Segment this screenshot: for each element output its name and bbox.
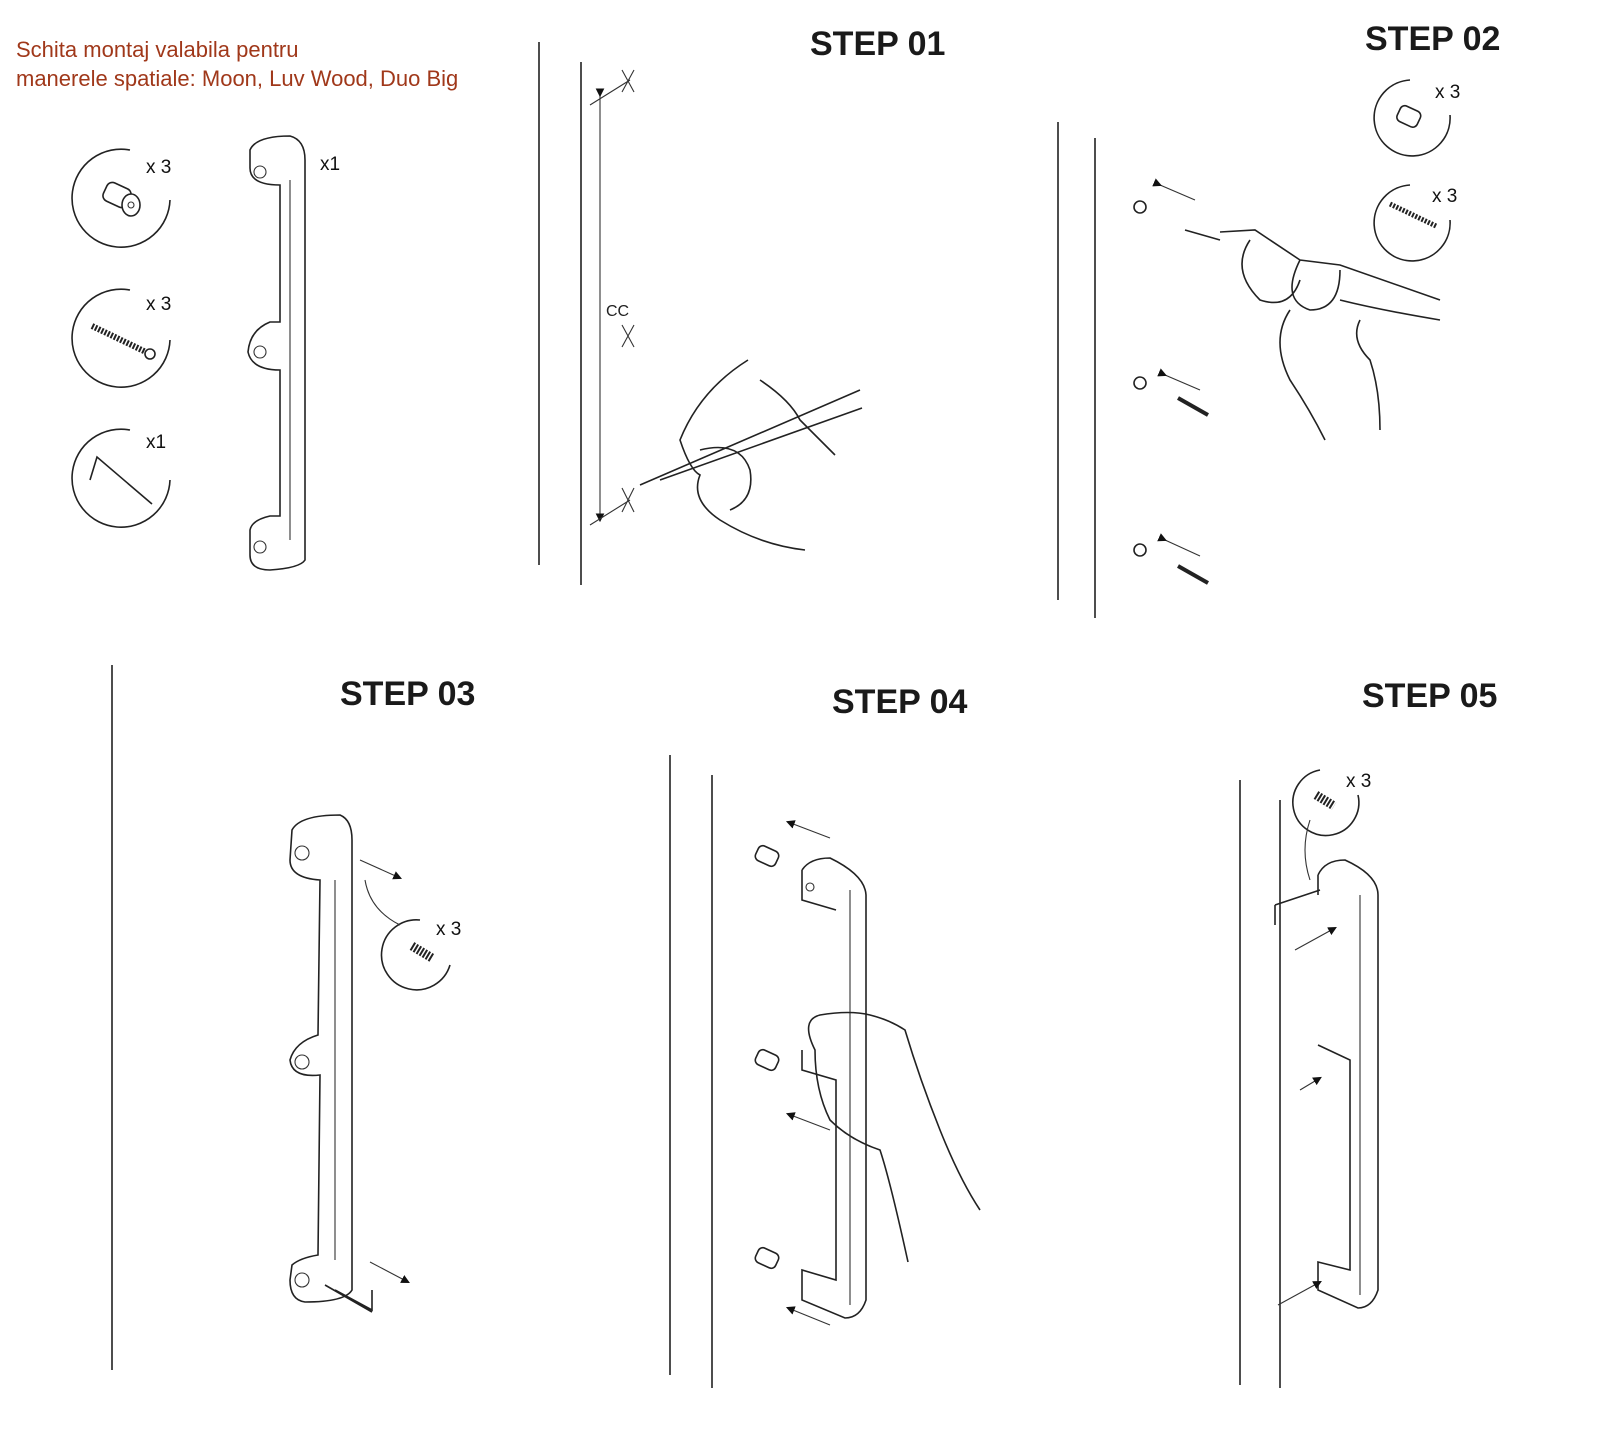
step-05-title: STEP 05 — [1362, 677, 1497, 715]
parts-screw: x 3 — [71, 288, 171, 388]
step-02-title: STEP 02 — [1365, 20, 1500, 58]
spacer-qty: x 3 — [146, 157, 171, 178]
hex-key-icon — [89, 455, 153, 505]
hex-key-qty: x1 — [146, 432, 166, 453]
step-05-drawing: x 3 — [1274, 769, 1379, 1388]
parts-hex-key: x1 — [71, 428, 171, 528]
spacer-icon — [102, 181, 141, 217]
step-01-drawing: CC — [580, 62, 863, 585]
step-02-drawing: x 3 x 3 — [1094, 79, 1460, 618]
step-03-grub-qty: x 3 — [436, 919, 461, 940]
step-03-drawing: x 3 — [289, 814, 461, 1313]
step-02-spacer-qty: x 3 — [1435, 82, 1460, 103]
parts-spacer: x 3 — [71, 148, 171, 248]
step-04-drawing — [711, 775, 981, 1388]
header-line-2: manerele spatiale: Moon, Luv Wood, Duo B… — [16, 66, 458, 91]
screw-qty: x 3 — [146, 294, 171, 315]
step-03-title: STEP 03 — [340, 675, 475, 713]
hand-icon — [807, 1011, 981, 1263]
step-05-grub-qty: x 3 — [1346, 771, 1371, 792]
screw-icon — [90, 323, 156, 360]
handle-qty: x1 — [320, 154, 340, 175]
drill-hole-markers — [1133, 178, 1209, 585]
cc-label: CC — [606, 303, 629, 320]
step-01-title: STEP 01 — [810, 25, 945, 63]
step-02-screw-qty: x 3 — [1432, 186, 1457, 207]
step-04-title: STEP 04 — [832, 683, 968, 721]
drill-icon — [1184, 229, 1441, 441]
hand-with-pencil-icon — [639, 359, 863, 551]
handle-part: x1 — [247, 135, 340, 571]
header-line-1: Schita montaj valabila pentru — [16, 37, 299, 62]
